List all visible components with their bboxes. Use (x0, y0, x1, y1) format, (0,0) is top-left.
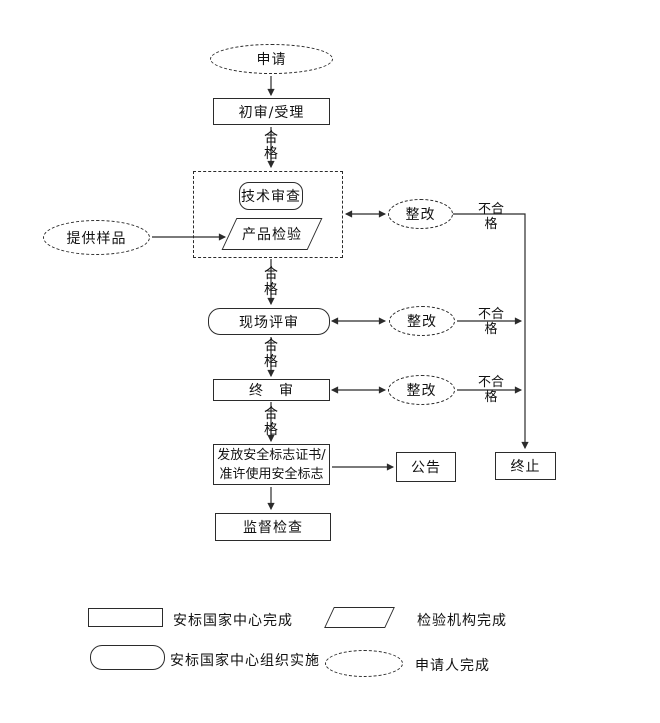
legend-dashed-ellipse-shape (325, 650, 403, 677)
node-site-review-label: 现场评审 (239, 314, 299, 331)
edge-label-pass-4: 合格 (264, 406, 278, 438)
node-announcement-label: 公告 (411, 460, 441, 476)
parallelogram-shape (324, 607, 395, 628)
node-final-review-label: 终 审 (249, 383, 294, 399)
node-issue-certificate-line1: 发放安全标志证书/ (217, 447, 326, 463)
node-supervision: 监督检查 (215, 513, 331, 541)
edge-label-fail-1: 不合格 (477, 202, 504, 232)
legend-rectangle-shape (88, 608, 163, 627)
tech-review-group-box (193, 171, 343, 258)
node-announcement: 公告 (396, 452, 456, 482)
node-initial-review-label: 初审/受理 (238, 104, 305, 121)
node-final-review: 终 审 (213, 379, 330, 401)
node-apply: 申请 (210, 44, 333, 74)
node-product-inspection: 产品检验 (221, 218, 323, 250)
node-issue-certificate-line2: 准许使用安全标志 (219, 466, 324, 482)
legend-dashed-ellipse-label: 申请人完成 (415, 658, 490, 674)
legend-rounded-rectangle-label: 安标国家中心组织实施 (170, 653, 320, 669)
edge-label-fail-3: 不合格 (477, 375, 504, 405)
edge-label-fail-2: 不合格 (477, 307, 504, 337)
node-supervision-label: 监督检查 (243, 520, 303, 536)
node-initial-review: 初审/受理 (213, 98, 330, 125)
node-provide-samples: 提供样品 (43, 220, 150, 255)
node-rectify-1-label: 整改 (405, 207, 436, 223)
node-apply-label: 申请 (256, 52, 287, 68)
node-rectify-2: 整改 (389, 306, 455, 336)
node-product-inspection-label: 产品检验 (242, 227, 302, 243)
edge-label-pass-3: 合格 (264, 338, 278, 370)
node-tech-review-label: 技术审查 (241, 189, 301, 205)
node-rectify-3: 整改 (388, 375, 455, 405)
legend-parallelogram-shape (324, 607, 395, 628)
legend-rounded-rectangle-shape (90, 645, 165, 670)
node-rectify-3-label: 整改 (406, 383, 437, 399)
node-rectify-2-label: 整改 (407, 314, 437, 330)
node-tech-review: 技术审查 (239, 182, 303, 210)
edge-label-pass-2: 合格 (264, 266, 278, 298)
legend-parallelogram-label: 检验机构完成 (417, 613, 507, 629)
edge-label-pass-1: 合格 (264, 130, 278, 162)
node-issue-certificate: 发放安全标志证书/ 准许使用安全标志 (213, 444, 330, 485)
node-provide-samples-label: 提供样品 (66, 230, 127, 247)
node-rectify-1: 整改 (388, 199, 453, 229)
node-terminate-label: 终止 (510, 459, 541, 475)
node-terminate: 终止 (495, 452, 556, 480)
legend-rectangle-label: 安标国家中心完成 (173, 613, 293, 629)
node-site-review: 现场评审 (208, 308, 330, 335)
